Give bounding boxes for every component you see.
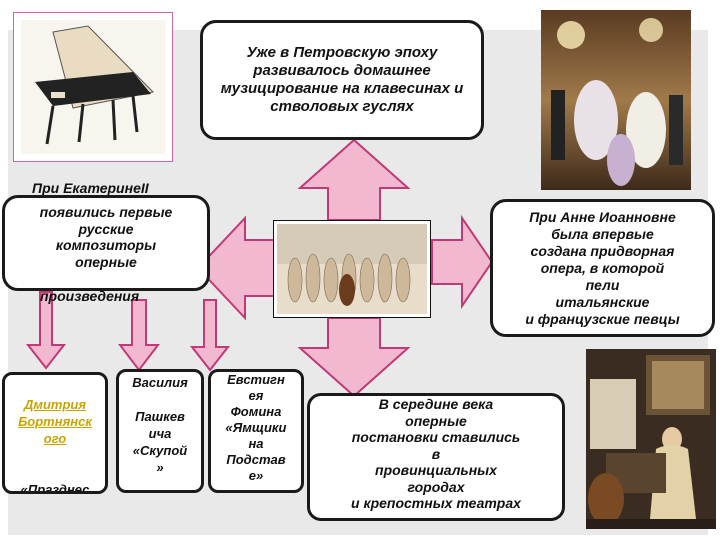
label-works: произведения [40, 288, 140, 304]
arrow-down-small-3 [189, 299, 231, 372]
arrow-left [196, 215, 276, 321]
harpsichord-image [13, 12, 173, 162]
arrow-down [297, 317, 411, 398]
bortniansky-link[interactable]: Дмитрия Бортнянск ого [18, 397, 92, 446]
arrow-right [431, 214, 494, 310]
woman-at-virginal-image [586, 349, 716, 529]
box-petrine-era: Уже в Петровскую эпоху развивалось домаш… [200, 20, 484, 140]
box-bortniansky: Дмитрия Бортнянск ого «Празднес тво сень… [2, 372, 108, 494]
bortniansky-work: «Празднес тво сеньора» [20, 482, 90, 494]
box-pashkevich: Василия Пашкев ича «Скупой » [116, 369, 204, 493]
box-anna-ioannovna: При Анне Иоанновне была впервые создана … [490, 199, 715, 337]
box-catherine: появились первые русские композиторы опе… [2, 195, 210, 291]
label-catherine: При ЕкатеринеII [32, 180, 149, 196]
arrow-down-small-1 [25, 291, 67, 370]
orchestra-image [273, 220, 431, 318]
arrow-up [297, 138, 411, 221]
arrow-down-small-2 [117, 299, 161, 372]
box-fomin: Евстигн ея Фомина «Ямщики на Подстав е» [208, 369, 304, 493]
box-mid-century: В середине века оперные постановки стави… [307, 393, 565, 521]
ball-painting-image [541, 10, 691, 190]
